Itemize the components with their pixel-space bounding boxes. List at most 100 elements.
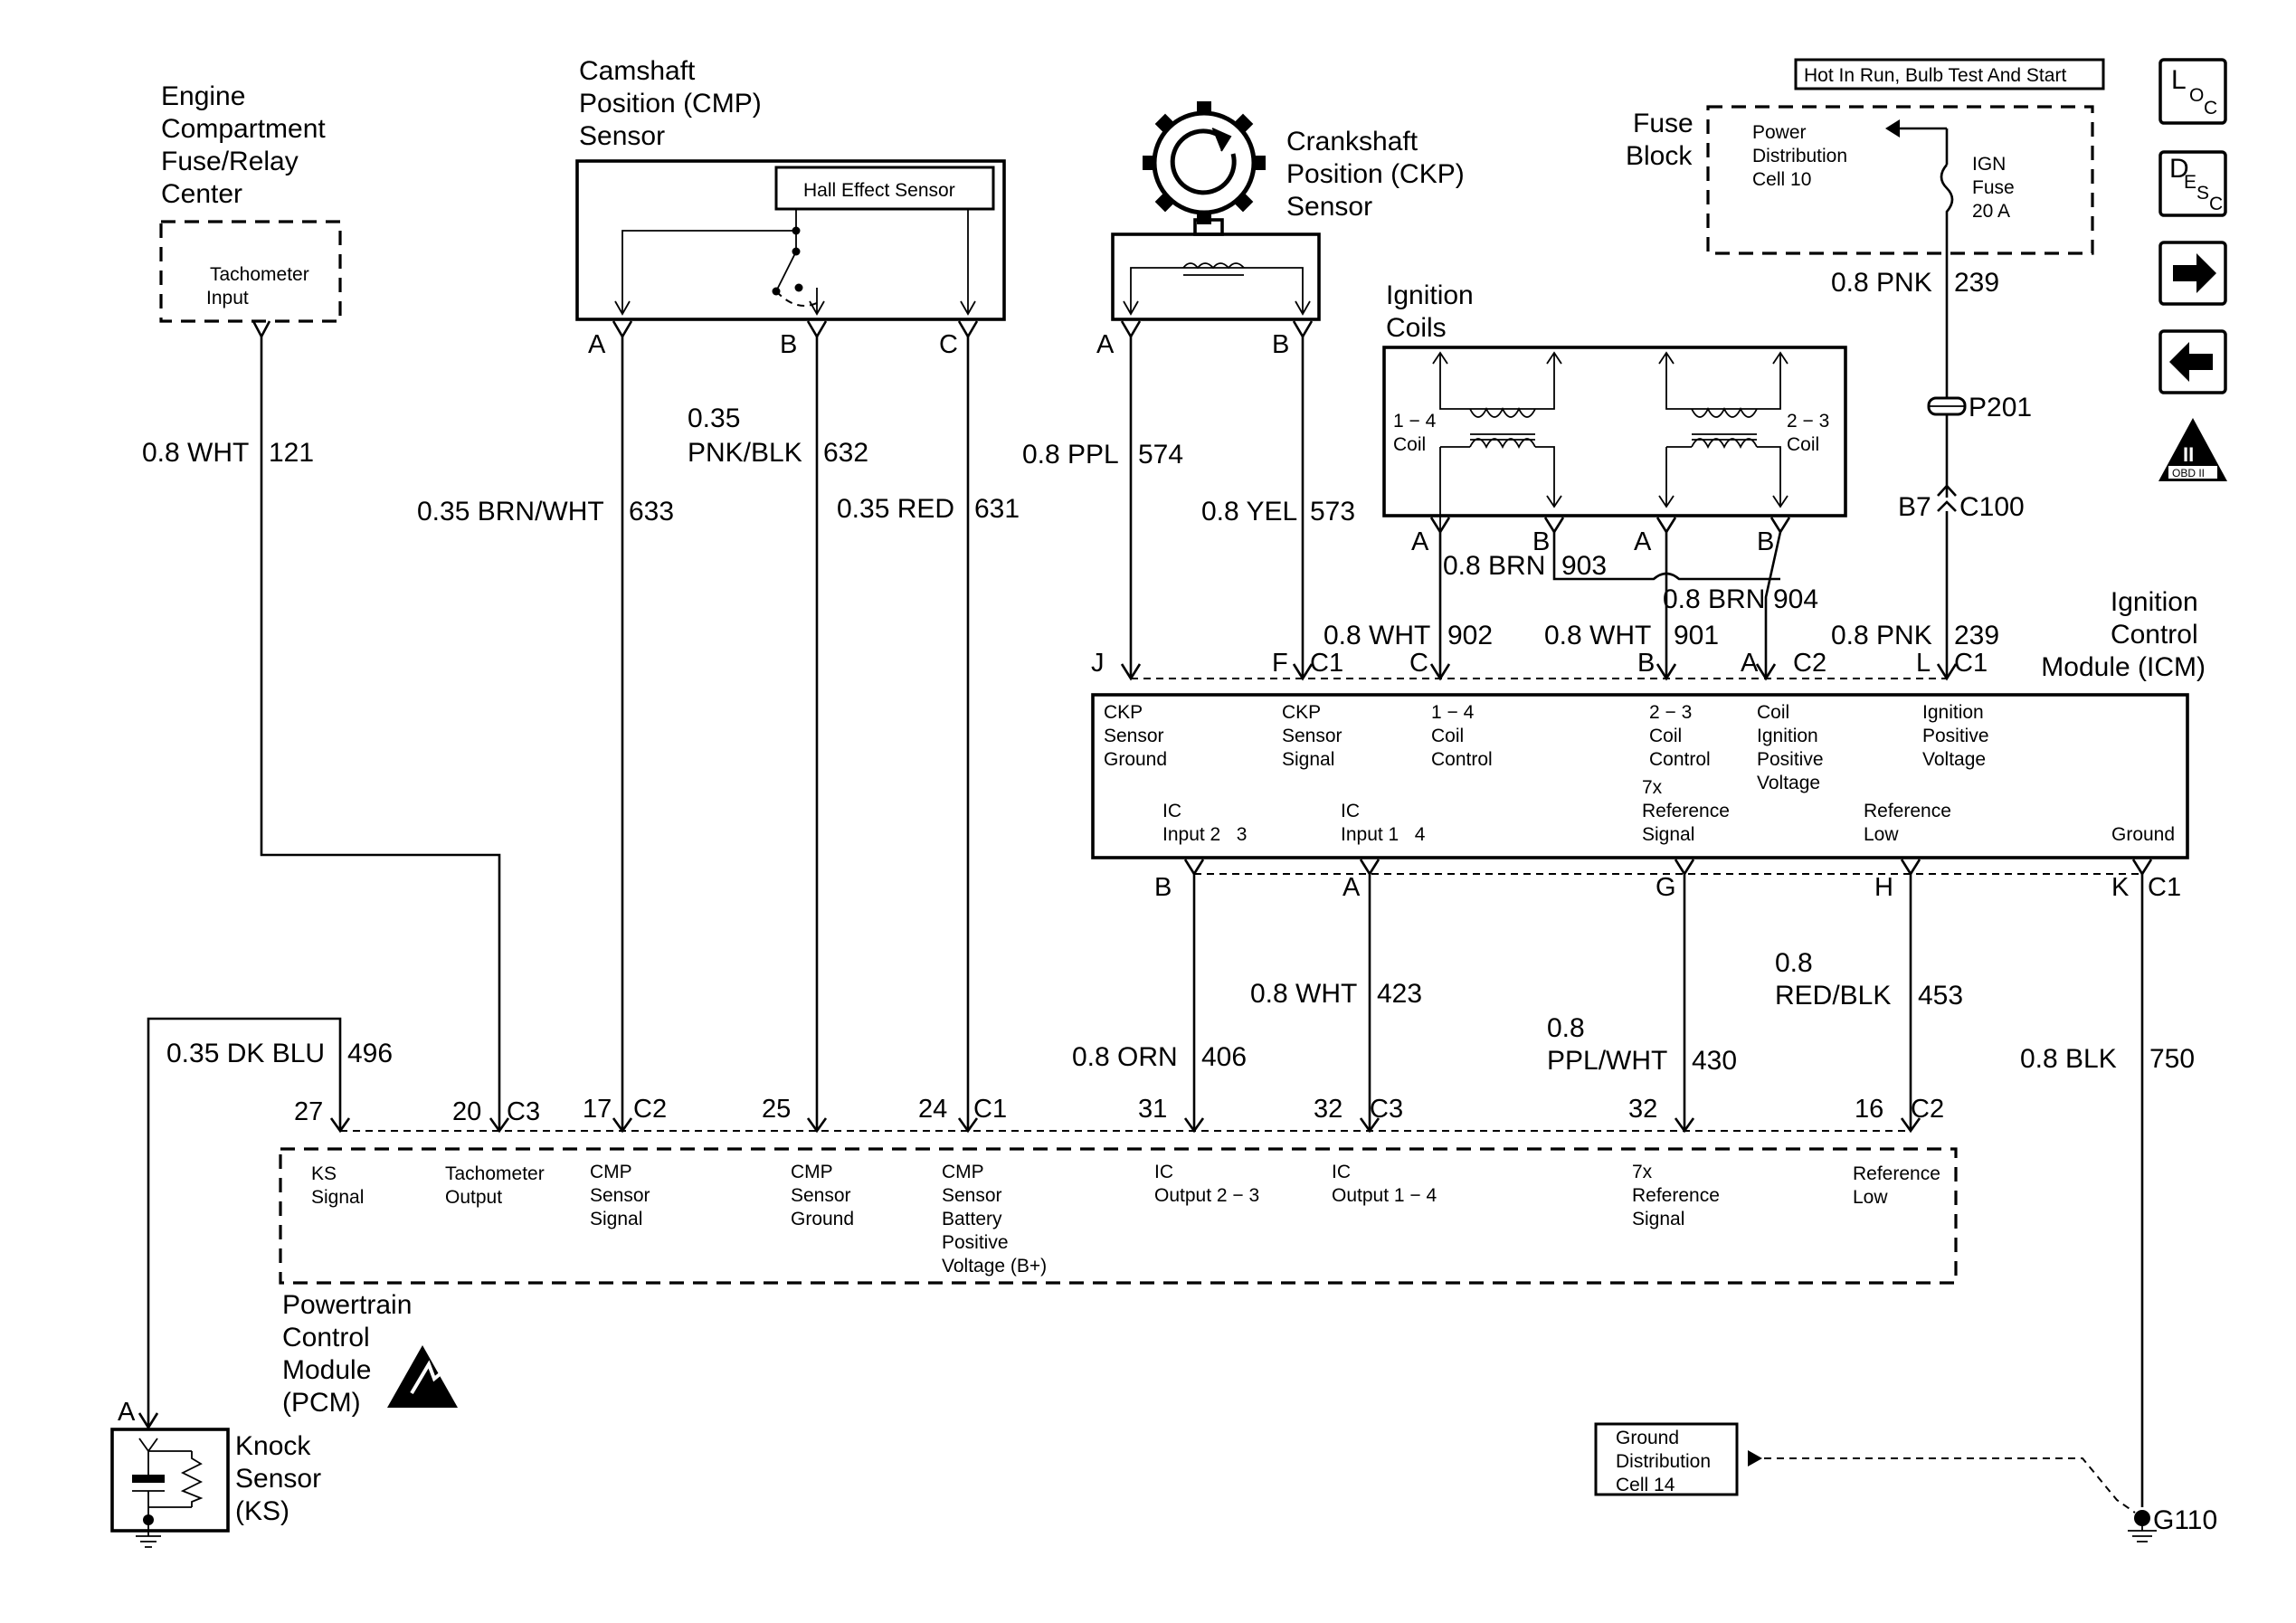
fuse-block-housing [1706, 105, 2094, 255]
pcm-conn-c2b: C2 [1911, 1095, 1944, 1124]
svg-text:II: II [2183, 443, 2194, 466]
icm-conn-c2: C2 [1793, 649, 1826, 678]
ks-pin-a: A [118, 1398, 136, 1427]
ign-fuse-label: IGN Fuse 20 A [1972, 154, 2020, 222]
svg-text:C: C [2209, 194, 2223, 214]
wire-423-circuit: 423 [1377, 979, 1422, 1009]
c100-connector: C100 [1959, 492, 2025, 522]
wire-750-color: 0.8 BLK [2020, 1044, 2117, 1074]
pcm-pin-20: 20 [452, 1097, 481, 1126]
tachometer-input-label: Tachometer Input [206, 264, 315, 308]
wire-904 [1764, 531, 1782, 679]
pcm-pin-27: 27 [294, 1097, 323, 1126]
icm-coil-23-control: 2 − 3 Coil Control [1649, 702, 1711, 770]
wire-430-size: 0.8 [1547, 1013, 1585, 1043]
tach-input-pin [251, 320, 271, 339]
pcm-7x-reference: 7x Reference Signal [1632, 1162, 1725, 1229]
fuse-block-label: Fuse Block [1626, 109, 1701, 171]
icm-pin-c: C [1409, 649, 1428, 678]
icm-pin-b-bottom: B [1154, 873, 1172, 902]
hall-switch [775, 231, 797, 292]
crankshaft-position-sensor: Crankshaft Position (CKP) Sensor A B 0.8… [1022, 101, 1472, 679]
coil-pin-a2: A [1634, 527, 1652, 556]
ign-fuse-icon [1940, 164, 1954, 253]
ignition-coils-label: Ignition Coils [1386, 280, 1481, 343]
wire-239-top-color: 0.8 PNK [1831, 268, 1932, 298]
coil-pin-a1: A [1411, 527, 1429, 556]
fuse-block: Hot In Run, Bulb Test And Start Fuse Blo… [1626, 58, 2105, 679]
wire-904-color: 0.8 BRN [1663, 584, 1765, 614]
ecf-housing [159, 220, 342, 323]
pcm-ks-signal: KS Signal [311, 1163, 364, 1208]
wire-453-color: RED/BLK [1775, 981, 1891, 1011]
ground-distribution-label: Ground Distribution Cell 14 [1616, 1428, 1716, 1495]
pcm-cmp-signal: CMP Sensor Signal [590, 1162, 655, 1229]
icm-pin-l: L [1916, 649, 1931, 678]
pcm-cmp-battery: CMP Sensor Battery Positive Voltage (B+) [942, 1162, 1047, 1277]
previous-page-arrow-icon[interactable] [2158, 329, 2227, 394]
pcm-pin-25: 25 [762, 1095, 791, 1124]
wire-406-circuit: 406 [1201, 1042, 1247, 1072]
camshaft-position-sensor: Camshaft Position (CMP) Sensor Hall Effe… [417, 56, 1020, 1134]
pcm-pin-32b: 32 [1628, 1095, 1657, 1124]
coil-14-label: 1 − 4 Coil [1393, 411, 1441, 455]
knock-sensor-label: Knock Sensor (KS) [235, 1431, 328, 1526]
icm-pin-j: J [1091, 649, 1105, 678]
pcm-cmp-ground: CMP Sensor Ground [791, 1162, 856, 1229]
wire-902-color: 0.8 WHT [1324, 621, 1430, 650]
wire-574-circuit: 574 [1138, 440, 1183, 470]
location-nav-button[interactable]: L O C [2158, 58, 2227, 125]
ground-icon [2128, 1518, 2157, 1542]
wire-903 [1552, 532, 1780, 581]
pcm-ic-output-14: IC Output 1 − 4 [1332, 1162, 1437, 1206]
icm-7x-reference: 7x Reference Signal [1642, 777, 1735, 845]
powertrain-control-module: 27 20 C3 17 C2 25 24 C1 31 32 C3 32 16 C… [279, 1095, 1958, 1418]
icm-housing [1091, 693, 2189, 859]
pcm-conn-c1: C1 [973, 1095, 1007, 1124]
svg-text:E: E [2184, 172, 2196, 193]
knock-sensor: 0.35 DK BLU 496 A Knock Sensor (KS) [110, 1017, 393, 1548]
hall-effect-label: Hall Effect Sensor [803, 180, 955, 201]
icm-pin-a-bottom: A [1342, 873, 1361, 902]
svg-text:S: S [2196, 183, 2209, 204]
ks-ground-icon [136, 1520, 161, 1548]
resistor-icon [180, 1451, 204, 1507]
next-page-arrow-icon[interactable] [2158, 241, 2227, 306]
wire-633-circuit: 633 [629, 497, 674, 527]
icm-pin-a: A [1741, 649, 1759, 678]
icm-pin-f: F [1272, 649, 1288, 678]
ckp-label: Crankshaft Position (CKP) Sensor [1286, 127, 1472, 222]
ground-g110-label: G110 [2153, 1505, 2217, 1535]
splice-p201-icon [1927, 396, 1967, 416]
wire-496-circuit: 496 [347, 1039, 393, 1068]
icm-pcm-wires: 0.8 WHT 423 0.8 ORN 406 0.8 PPL/WHT 430 … [1072, 874, 2195, 1507]
pcm-conn-c3b: C3 [1370, 1095, 1403, 1124]
pcm-reference-low: Reference Low [1853, 1163, 1946, 1208]
description-nav-button[interactable]: D E S C [2158, 150, 2227, 217]
cmp-label: Camshaft Position (CMP) Sensor [579, 56, 769, 151]
svg-text:O: O [2189, 85, 2204, 106]
icm-ic-input-1: IC Input 1 4 [1341, 801, 1426, 845]
wire-901-circuit: 901 [1674, 621, 1719, 650]
icm-conn-c1-bottom: C1 [2148, 873, 2181, 902]
pcm-conn-c3: C3 [507, 1097, 540, 1126]
hot-in-run-banner [1794, 58, 2105, 90]
wire-496 [147, 1017, 342, 1426]
icm-label: Ignition Control Module (ICM) [2041, 587, 2206, 682]
pcm-tachometer-output: Tachometer Output [445, 1163, 550, 1208]
pcm-pin-16: 16 [1855, 1095, 1883, 1124]
wire-406-color: 0.8 ORN [1072, 1042, 1178, 1072]
ckp-pin-b: B [1272, 330, 1289, 359]
ckp-housing [1111, 233, 1321, 321]
c100-cavity: B7 [1898, 492, 1931, 522]
pcm-pin-32: 32 [1314, 1095, 1342, 1124]
hot-in-run-label: Hot In Run, Bulb Test And Start [1804, 65, 2066, 86]
icm-ignition-voltage: Ignition Positive Voltage [1922, 702, 1994, 770]
splice-p201-label: P201 [1969, 393, 2032, 422]
obd-ii-icon: II OBD II [2158, 418, 2227, 481]
ks-housing [110, 1428, 230, 1533]
reluctor-wheel-icon [1143, 101, 1266, 224]
wire-121-circuit: 121 [269, 438, 314, 468]
wire-496-color: 0.35 DK BLU [166, 1039, 325, 1068]
pcm-pin-24: 24 [918, 1095, 947, 1124]
